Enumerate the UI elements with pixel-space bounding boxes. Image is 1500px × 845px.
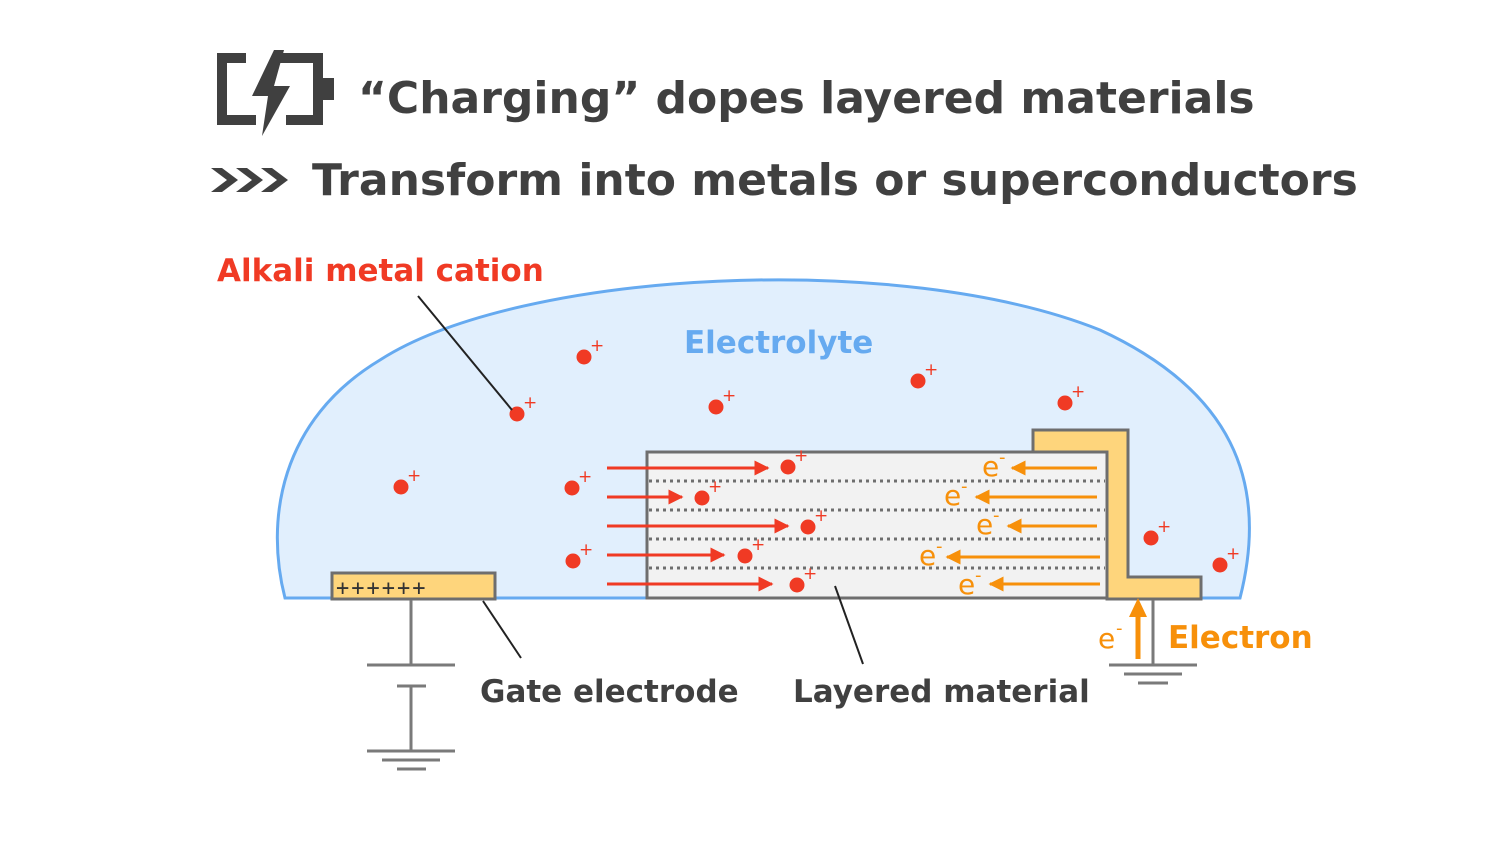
cation: + [737,535,765,564]
cation: + [1057,382,1085,411]
battery-charging-icon [217,50,334,136]
cation-charge: + [708,477,722,497]
cation: + [565,540,593,569]
cation-charge: + [579,540,593,560]
triple-chevron-right-icon [211,168,288,192]
cation-charge: + [1157,517,1171,537]
cation-charge: + [803,564,817,584]
cation: + [393,466,421,495]
cation: + [1143,517,1171,546]
svg-text:e: e [944,479,961,512]
cations: + + + + + + + + + + + + + + + [393,336,1240,593]
cation-label: Alkali metal cation [217,253,544,289]
svg-text:-: - [961,476,968,497]
electron-label-item: e- [944,476,968,512]
cation-charge: + [722,386,736,406]
cation: + [564,467,592,496]
cation-charge: + [1071,382,1085,402]
cation-charge: + [523,393,537,413]
cation-dot [393,479,409,495]
electron-label: Electron [1168,620,1313,656]
electron-label-item: e- [976,505,1000,541]
electron-labels: e-e-e-e-e- [919,447,1006,601]
cation: + [694,477,722,506]
cation-charge: + [924,360,938,380]
cation-dot [565,553,581,569]
svg-text:-: - [999,447,1006,468]
svg-text:e: e [958,568,975,601]
cation-dot [1057,395,1073,411]
cation-dot [737,548,753,564]
svg-text:-: - [993,505,1000,526]
layered-label: Layered material [793,674,1090,710]
electron-symbol: e [1098,622,1115,655]
electron-label-item: e- [919,536,943,572]
cation-charge: + [751,535,765,555]
cation-dot [800,519,816,535]
gate-leader-line [482,600,522,659]
cation: + [708,386,736,415]
gate-label: Gate electrode [480,674,739,710]
drain-electrode [1031,428,1203,601]
electron-arrows [945,460,1100,592]
electron-label-item: e- [982,447,1006,483]
svg-text:-: - [975,565,982,586]
cation: + [910,360,938,389]
header-line-1: “Charging” dopes layered materials [358,73,1255,124]
cation-dot [576,349,592,365]
cation-dot [780,459,796,475]
cation-leader-line [417,295,513,411]
cation-dot [708,399,724,415]
drain-ground [1109,600,1197,685]
cation-charge: + [814,506,828,526]
layered-leader-line [834,585,864,665]
header-line-2: Transform into metals or superconductors [312,155,1358,206]
gate-charges: ++++++ [336,576,427,601]
cation-dot [789,577,805,593]
gate-battery-ground [367,600,455,771]
cation: + [789,564,817,593]
cation-dot [1212,557,1228,573]
electron-charge: - [1116,618,1123,639]
svg-text:-: - [936,536,943,557]
cation-dot [564,480,580,496]
cation-dot [509,406,525,422]
cation-dot [1143,530,1159,546]
cation-arrows [607,460,790,592]
cation: + [576,336,604,365]
cation: + [800,506,828,535]
cation-dot [910,373,926,389]
svg-text:e: e [919,539,936,572]
cation-charge: + [1226,544,1240,564]
svg-text:e: e [982,450,999,483]
cation-charge: + [578,467,592,487]
cation: + [780,446,808,475]
cation: + [509,393,537,422]
cation-dot [694,490,710,506]
cation-charge: + [407,466,421,486]
cation-charge: + [794,446,808,466]
cation: + [1212,544,1240,573]
gate-electrode: ++++++ [330,571,497,601]
svg-text:e: e [976,508,993,541]
electron-label-item: e- [958,565,982,601]
electrolyte-label: Electrolyte [684,325,873,361]
cation-charge: + [590,336,604,356]
electron-flow-arrow [1129,598,1147,659]
